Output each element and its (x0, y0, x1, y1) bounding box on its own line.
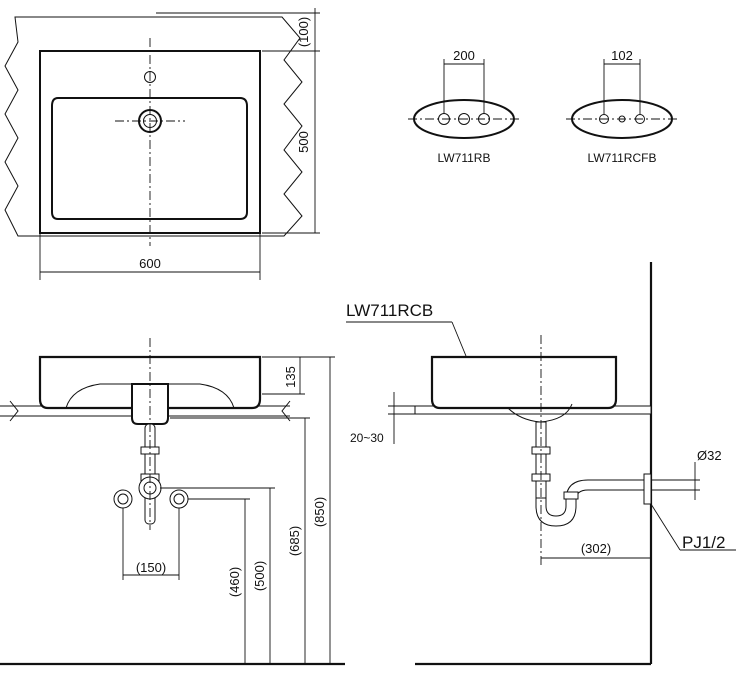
variant-lw711rcfb-hole-right (635, 114, 645, 124)
side-dim-pipe-text: Ø32 (697, 448, 722, 463)
variant-lw711rcfb-model: LW711RCFB (588, 151, 657, 165)
side-view: LW711RCB 20~30 Ø32 (302) PJ1/2 (346, 262, 736, 666)
front-basin-body (38, 355, 262, 410)
side-dim-projection-text: (302) (581, 541, 611, 556)
side-thread-leader (650, 503, 681, 551)
variant-lw711rb: 200 LW711RB (408, 48, 520, 165)
dim-width-text: 600 (139, 256, 161, 271)
variant-lw711rb-spacing: 200 (453, 48, 475, 63)
variant-lw711rcfb-hole-left (599, 114, 609, 124)
front-dim-trap-height-text: (500) (252, 561, 267, 591)
side-basin-body (430, 355, 618, 410)
dim-tap-offset-text: (100) (296, 17, 311, 47)
side-ptrap-outer (535, 489, 646, 527)
variant-lw711rb-hole-right (478, 113, 490, 125)
front-dim-valve-height-text: (460) (227, 567, 242, 597)
tap-hole (144, 71, 156, 83)
front-dim-waste-height-text: (685) (287, 526, 302, 556)
front-dim-bowl-text: 135 (283, 366, 298, 388)
front-valve-right-inner (173, 493, 185, 505)
front-view: 135 (150) (460) (500) (685) (850) (0, 338, 345, 666)
front-dim-rim-height-text: (850) (312, 497, 327, 527)
side-wall-flange (643, 473, 652, 505)
top-view: 600 (100) 500 (4, 8, 320, 280)
side-model-label: LW711RCB (346, 301, 433, 320)
variant-lw711rcfb-spacing: 102 (611, 48, 633, 63)
dim-depth-text: 500 (296, 131, 311, 153)
variant-lw711rb-model: LW711RB (438, 151, 491, 165)
countertop-break-outline (4, 16, 303, 237)
variant-lw711rb-hole-center (458, 113, 470, 125)
front-dim-valve-spacing-text: (150) (136, 560, 166, 575)
variant-lw711rcfb-hole-center (618, 115, 626, 123)
basin-inner-bowl (51, 97, 248, 220)
side-ptrap-inner (545, 479, 646, 517)
variant-lw711rb-hole-left (438, 113, 450, 125)
side-thread-label: PJ1/2 (682, 533, 725, 552)
front-valve-right-outer (169, 489, 189, 509)
side-trap-nut (563, 491, 579, 500)
variant-lw711rcfb: 102 LW711RCFB (566, 48, 678, 165)
side-model-leader (451, 321, 467, 357)
front-valve-left-outer (113, 489, 133, 509)
front-valve-left-inner (117, 493, 129, 505)
side-dim-counter-text: 20~30 (350, 431, 384, 445)
front-drain-neck (131, 383, 169, 425)
